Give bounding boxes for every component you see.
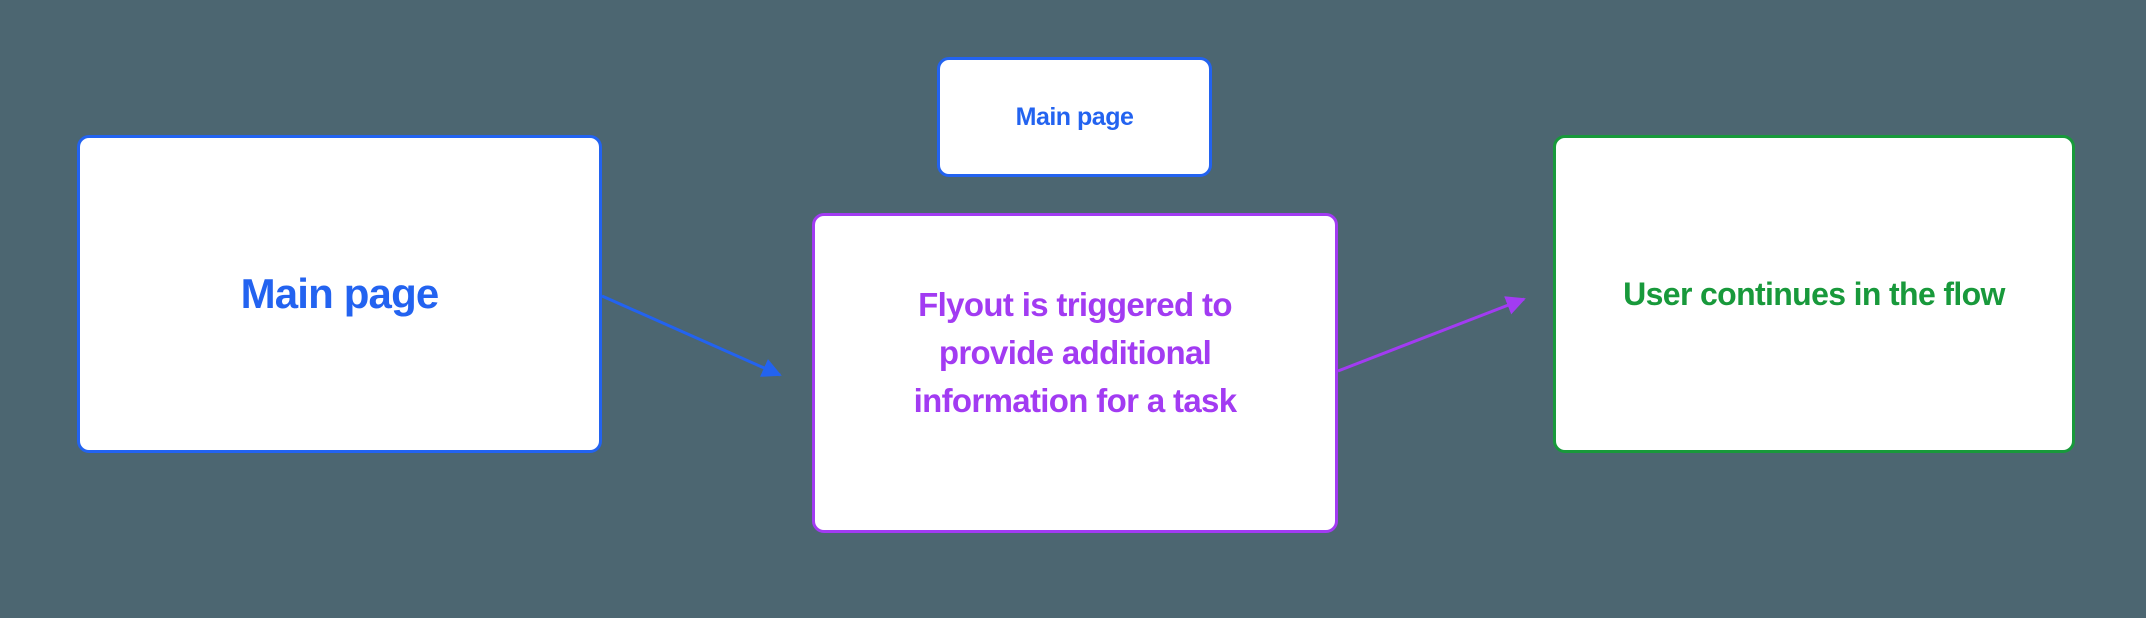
node-main-page-label: Main page [240,270,440,317]
connector-main-page-to-flyout[interactable] [601,294,782,377]
node-flyout-label-line-3: information for a task [913,381,1238,419]
connector-flyout-to-continue[interactable] [1337,296,1526,373]
node-flyout[interactable]: Flyout is triggered to provide additiona… [812,213,1338,533]
node-flyout-label-line-2: provide additional [938,334,1212,372]
node-user-continues[interactable]: User continues in the flow [1553,135,2075,453]
node-main-page-small[interactable]: Main page [937,57,1212,177]
node-main-page-small-label: Main page [1015,102,1134,131]
node-flyout-label-line-1: Flyout is triggered to [918,286,1232,324]
node-flyout-label: Flyout is triggered to provide additiona… [913,281,1238,465]
node-user-continues-label: User continues in the flow [1623,275,2005,312]
node-main-page[interactable]: Main page [77,135,602,453]
